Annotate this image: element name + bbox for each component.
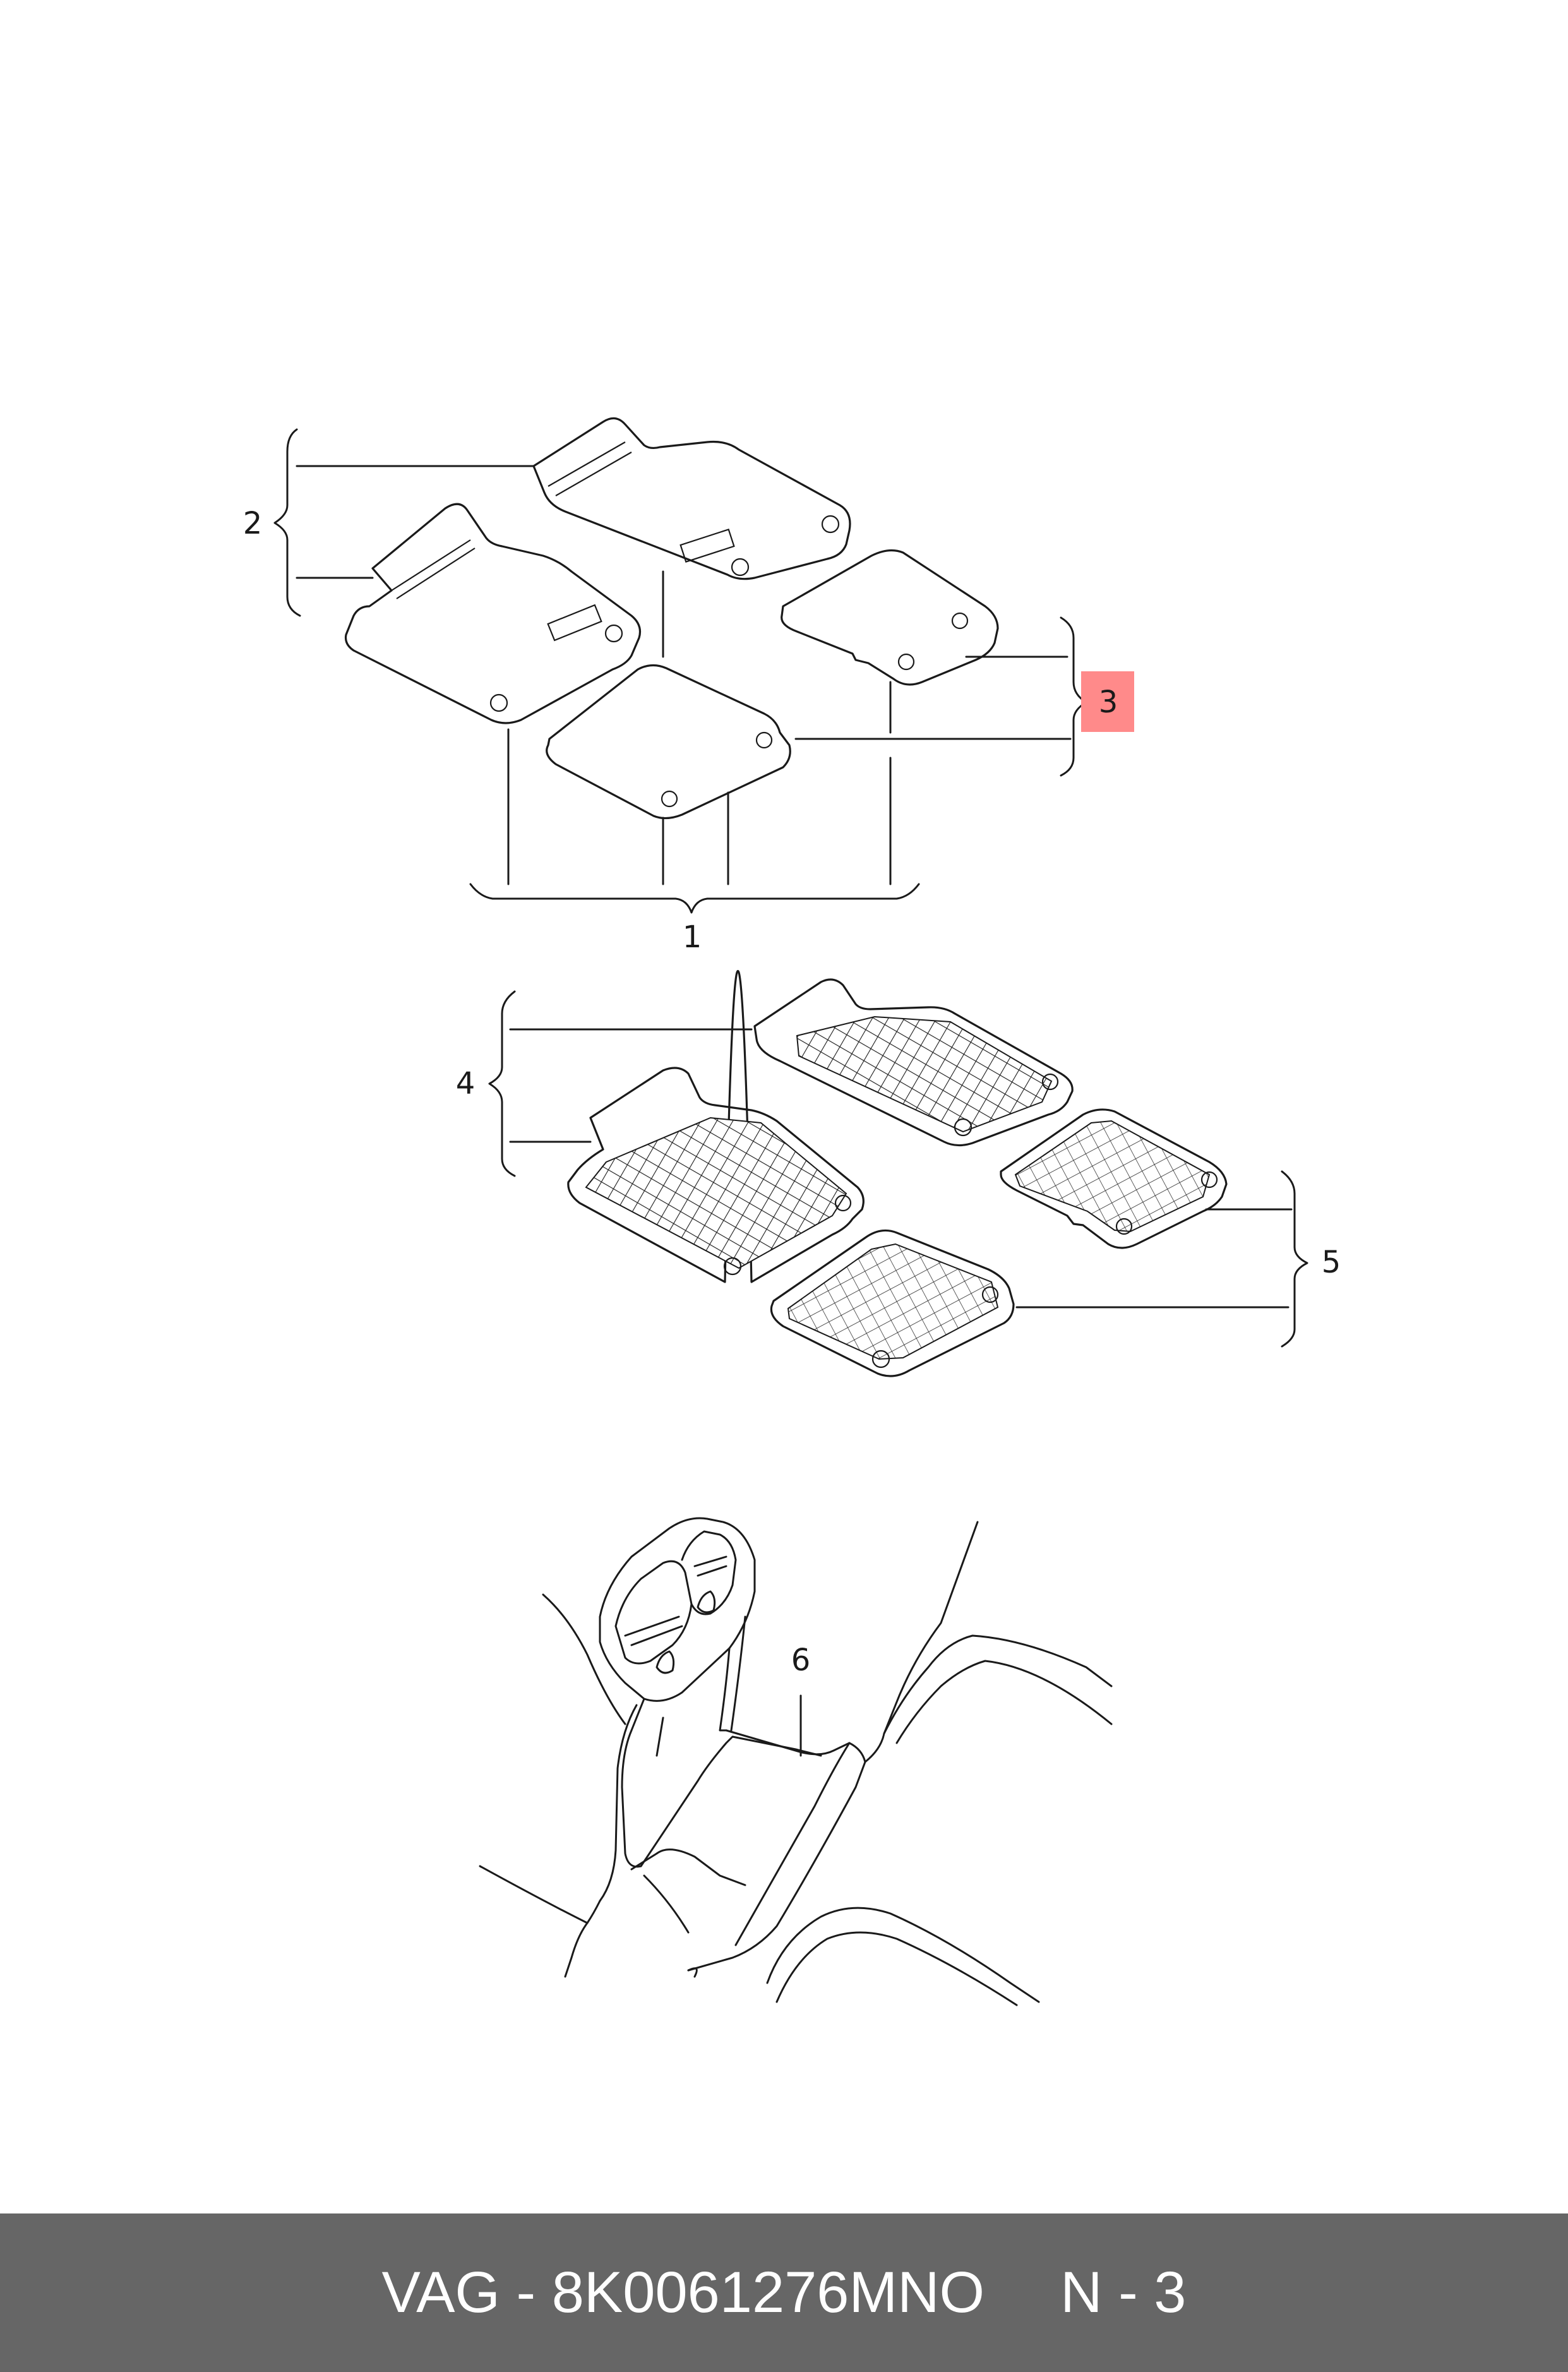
callout-2[interactable]: 2 xyxy=(243,506,263,541)
page-reference: N - 3 xyxy=(1060,2260,1187,2325)
mat-front-lower xyxy=(344,503,642,724)
callout-5[interactable]: 5 xyxy=(1322,1245,1341,1280)
callout-6[interactable]: 6 xyxy=(791,1643,811,1678)
callout-3-highlight xyxy=(1081,671,1134,732)
part-number: VAG - 8K0061276MNO xyxy=(381,2260,985,2325)
mat-rear-left xyxy=(546,664,791,820)
parts-diagram: 1 2 3 4 5 6 xyxy=(243,417,1341,2006)
callout-4[interactable]: 4 xyxy=(456,1066,476,1101)
mat-front-upper xyxy=(532,417,851,580)
center-tunnel-group xyxy=(479,1517,1113,2006)
textile-mats-group xyxy=(273,417,1087,914)
footer-bar: VAG - 8K0061276MNO N - 3 xyxy=(0,2213,1568,2372)
callout-1[interactable]: 1 xyxy=(683,919,702,955)
callout-3[interactable]: 3 xyxy=(1099,685,1118,720)
mat-rear-right xyxy=(781,549,999,686)
rubber-mats-group xyxy=(488,970,1308,1377)
